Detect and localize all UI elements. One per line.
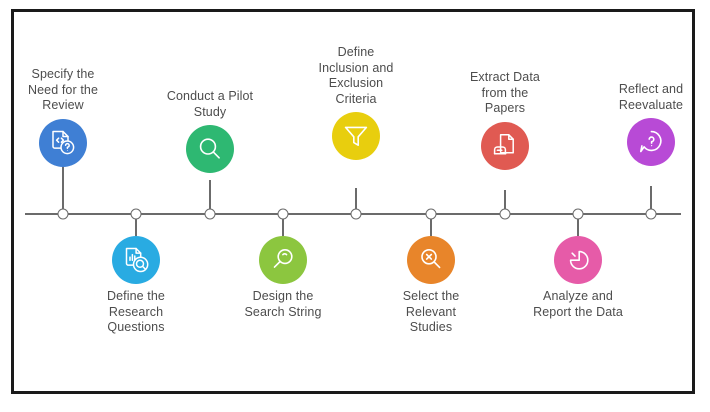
timeline-node-8[interactable] [572,208,584,220]
stem-8 [577,214,579,236]
diagram-frame: Specify the Need for the Review [11,9,695,394]
step-5-label: Define Inclusion and Exclusion Criteria [318,45,394,106]
step-7-label: Extract Data from the Papers [470,70,540,115]
step-1-label: Specify the Need for the Review [28,67,98,112]
timeline-node-3[interactable] [204,208,216,220]
stem-2 [135,214,137,236]
magnifier-icon[interactable] [186,125,234,173]
magnifier-x-icon[interactable] [407,236,455,284]
step-8-label: Analyze and Report the Data [533,289,623,319]
magnifier-string-icon[interactable] [259,236,307,284]
step-7[interactable]: Extract Data from the Papers [430,70,580,170]
timeline-node-4[interactable] [277,208,289,220]
step-4[interactable]: Design the Search String [208,236,358,320]
step-8[interactable]: Analyze and Report the Data [503,236,653,320]
step-2-label: Define the Research Questions [107,289,165,334]
stem-7 [504,190,506,214]
step-3-label: Conduct a Pilot Study [166,89,254,119]
timeline-node-7[interactable] [499,208,511,220]
stem-5 [355,188,357,214]
speech-bubble-question-icon[interactable] [627,118,675,166]
step-1[interactable]: Specify the Need for the Review [14,67,138,167]
stem-9 [650,186,652,214]
stem-6 [430,214,432,236]
document-extract-icon[interactable] [481,121,529,170]
timeline-node-5[interactable] [350,208,362,220]
pie-chart-icon[interactable] [554,236,602,284]
timeline-node-2[interactable] [130,208,142,220]
timeline-node-9[interactable] [645,208,657,220]
step-9[interactable]: Reflect and Reevaluate [576,82,692,166]
stem-1 [62,166,64,214]
stem-3 [209,180,211,214]
stem-4 [282,214,284,236]
timeline-plot: Specify the Need for the Review [14,12,692,391]
step-2[interactable]: Define the Research Questions [61,236,211,336]
document-code-question-icon[interactable] [39,118,87,167]
step-6[interactable]: Select the Relevant Studies [356,236,506,336]
step-6-label: Select the Relevant Studies [402,289,460,334]
step-9-label: Reflect and Reevaluate [618,82,684,112]
step-5[interactable]: Define Inclusion and Exclusion Criteria [281,45,431,160]
step-4-label: Design the Search String [244,289,322,319]
timeline-node-6[interactable] [425,208,437,220]
funnel-icon[interactable] [332,112,380,160]
step-3[interactable]: Conduct a Pilot Study [135,89,285,173]
document-chart-search-icon[interactable] [112,236,160,284]
timeline-node-1[interactable] [57,208,69,220]
